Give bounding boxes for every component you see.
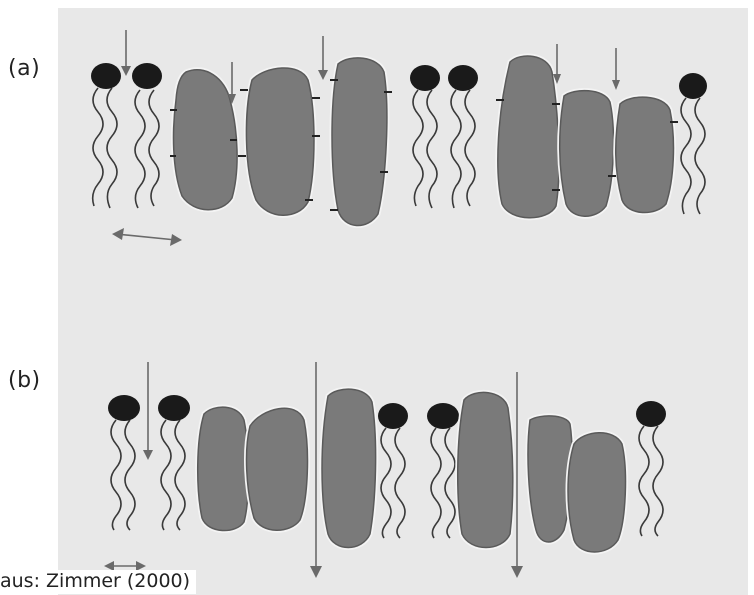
panel-label-a: (a) [8,56,40,81]
lipid-tail [427,90,437,208]
membrane-protein [332,58,387,226]
lipid-tail [451,90,461,208]
lateral-diffusion-arrow [116,234,176,240]
lipid-tail [111,420,121,530]
membrane-protein [322,389,376,547]
lipid-tail [695,98,705,214]
lipid-head [378,403,408,429]
membrane-protein [174,70,238,210]
lipid-tail [175,420,185,530]
lipid-head [108,395,140,421]
lipid-tail [381,428,391,538]
lipid-tail [107,88,117,208]
panel-b-diagram [104,362,666,578]
lipid-tail [465,90,475,206]
lipid-tail [681,98,691,214]
lipid-head [132,63,162,89]
lipid-tail [653,426,663,536]
membrane-protein [198,407,249,530]
lipid-head [91,63,121,89]
panel-label-b: (b) [8,368,41,393]
lipid-tail [125,420,135,530]
lipid-tail [413,90,423,206]
membrane-protein [616,97,674,212]
lipid-head [427,403,459,429]
lipid-tail [135,90,145,208]
figure-caption: aus: Zimmer (2000) [0,570,196,594]
membrane-protein [498,56,559,218]
membrane-protein [560,91,614,217]
membrane-protein [458,392,513,547]
membrane-protein [568,433,625,552]
lipid-tail [445,428,455,538]
lipid-tail [149,90,159,206]
membrane-protein [246,68,314,215]
membrane-protein [528,416,572,542]
lipid-tail [639,426,649,536]
lipid-head [636,401,666,427]
lipid-head [410,65,440,91]
lipid-tail [395,428,405,538]
lipid-head [679,73,707,99]
lipid-head [448,65,478,91]
lipid-tail [431,428,441,538]
lipid-tail [93,88,103,206]
lipid-tail [161,420,171,530]
panel-a-diagram [91,30,707,246]
membrane-protein [247,408,308,530]
lipid-head [158,395,190,421]
